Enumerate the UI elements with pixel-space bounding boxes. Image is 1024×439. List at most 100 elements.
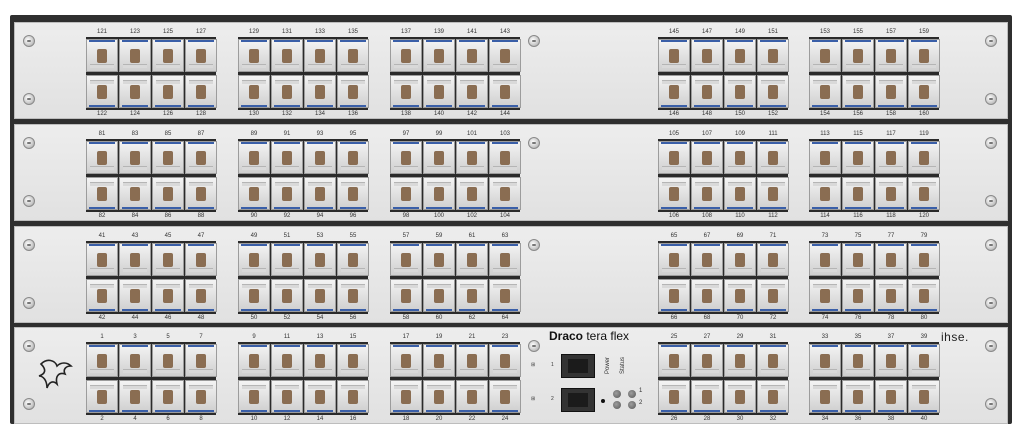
fiber-port-142[interactable]	[456, 75, 488, 108]
fiber-port-46[interactable]	[152, 279, 184, 312]
fiber-port-62[interactable]	[456, 279, 488, 312]
fiber-port-143[interactable]	[489, 39, 521, 72]
fiber-port-90[interactable]	[238, 177, 270, 210]
fiber-port-20[interactable]	[423, 380, 455, 413]
fiber-port-58[interactable]	[390, 279, 422, 312]
fiber-port-14[interactable]	[304, 380, 336, 413]
fiber-port-151[interactable]	[757, 39, 789, 72]
fiber-port-64[interactable]	[489, 279, 521, 312]
fiber-port-57[interactable]	[390, 243, 422, 276]
fiber-port-117[interactable]	[875, 141, 907, 174]
fiber-port-95[interactable]	[337, 141, 369, 174]
fiber-port-119[interactable]	[908, 141, 940, 174]
fiber-port-83[interactable]	[119, 141, 151, 174]
fiber-port-135[interactable]	[337, 39, 369, 72]
fiber-port-84[interactable]	[119, 177, 151, 210]
fiber-port-136[interactable]	[337, 75, 369, 108]
fiber-port-78[interactable]	[875, 279, 907, 312]
fiber-port-9[interactable]	[238, 344, 270, 377]
fiber-port-116[interactable]	[842, 177, 874, 210]
fiber-port-68[interactable]	[691, 279, 723, 312]
fiber-port-150[interactable]	[724, 75, 756, 108]
fiber-port-125[interactable]	[152, 39, 184, 72]
fiber-port-19[interactable]	[423, 344, 455, 377]
fiber-port-76[interactable]	[842, 279, 874, 312]
fiber-port-89[interactable]	[238, 141, 270, 174]
fiber-port-141[interactable]	[456, 39, 488, 72]
fiber-port-69[interactable]	[724, 243, 756, 276]
fiber-port-61[interactable]	[456, 243, 488, 276]
fiber-port-17[interactable]	[390, 344, 422, 377]
fiber-port-44[interactable]	[119, 279, 151, 312]
fiber-port-36[interactable]	[842, 380, 874, 413]
fiber-port-43[interactable]	[119, 243, 151, 276]
fiber-port-100[interactable]	[423, 177, 455, 210]
fiber-port-132[interactable]	[271, 75, 303, 108]
fiber-port-92[interactable]	[271, 177, 303, 210]
fiber-port-10[interactable]	[238, 380, 270, 413]
fiber-port-72[interactable]	[757, 279, 789, 312]
fiber-port-133[interactable]	[304, 39, 336, 72]
fiber-port-49[interactable]	[238, 243, 270, 276]
fiber-port-13[interactable]	[304, 344, 336, 377]
fiber-port-146[interactable]	[658, 75, 690, 108]
fiber-port-155[interactable]	[842, 39, 874, 72]
fiber-port-120[interactable]	[908, 177, 940, 210]
fiber-port-55[interactable]	[337, 243, 369, 276]
fiber-port-121[interactable]	[86, 39, 118, 72]
fiber-port-107[interactable]	[691, 141, 723, 174]
fiber-port-159[interactable]	[908, 39, 940, 72]
fiber-port-114[interactable]	[809, 177, 841, 210]
fiber-port-16[interactable]	[337, 380, 369, 413]
fiber-port-42[interactable]	[86, 279, 118, 312]
fiber-port-99[interactable]	[423, 141, 455, 174]
fiber-port-35[interactable]	[842, 344, 874, 377]
fiber-port-156[interactable]	[842, 75, 874, 108]
fiber-port-77[interactable]	[875, 243, 907, 276]
ethernet-port-1[interactable]	[561, 354, 595, 378]
fiber-port-41[interactable]	[86, 243, 118, 276]
fiber-port-112[interactable]	[757, 177, 789, 210]
fiber-port-160[interactable]	[908, 75, 940, 108]
ethernet-port-2[interactable]	[561, 388, 595, 412]
fiber-port-52[interactable]	[271, 279, 303, 312]
fiber-port-1[interactable]	[86, 344, 118, 377]
fiber-port-101[interactable]	[456, 141, 488, 174]
fiber-port-67[interactable]	[691, 243, 723, 276]
fiber-port-8[interactable]	[185, 380, 217, 413]
fiber-port-33[interactable]	[809, 344, 841, 377]
fiber-port-63[interactable]	[489, 243, 521, 276]
fiber-port-86[interactable]	[152, 177, 184, 210]
fiber-port-28[interactable]	[691, 380, 723, 413]
fiber-port-153[interactable]	[809, 39, 841, 72]
fiber-port-74[interactable]	[809, 279, 841, 312]
fiber-port-27[interactable]	[691, 344, 723, 377]
fiber-port-25[interactable]	[658, 344, 690, 377]
fiber-port-6[interactable]	[152, 380, 184, 413]
fiber-port-154[interactable]	[809, 75, 841, 108]
fiber-port-51[interactable]	[271, 243, 303, 276]
fiber-port-7[interactable]	[185, 344, 217, 377]
fiber-port-115[interactable]	[842, 141, 874, 174]
fiber-port-79[interactable]	[908, 243, 940, 276]
fiber-port-149[interactable]	[724, 39, 756, 72]
fiber-port-147[interactable]	[691, 39, 723, 72]
fiber-port-60[interactable]	[423, 279, 455, 312]
fiber-port-12[interactable]	[271, 380, 303, 413]
fiber-port-157[interactable]	[875, 39, 907, 72]
fiber-port-123[interactable]	[119, 39, 151, 72]
fiber-port-81[interactable]	[86, 141, 118, 174]
fiber-port-140[interactable]	[423, 75, 455, 108]
fiber-port-47[interactable]	[185, 243, 217, 276]
fiber-port-144[interactable]	[489, 75, 521, 108]
fiber-port-73[interactable]	[809, 243, 841, 276]
fiber-port-66[interactable]	[658, 279, 690, 312]
fiber-port-4[interactable]	[119, 380, 151, 413]
fiber-port-127[interactable]	[185, 39, 217, 72]
fiber-port-29[interactable]	[724, 344, 756, 377]
fiber-port-34[interactable]	[809, 380, 841, 413]
fiber-port-80[interactable]	[908, 279, 940, 312]
fiber-port-106[interactable]	[658, 177, 690, 210]
fiber-port-138[interactable]	[390, 75, 422, 108]
fiber-port-82[interactable]	[86, 177, 118, 210]
